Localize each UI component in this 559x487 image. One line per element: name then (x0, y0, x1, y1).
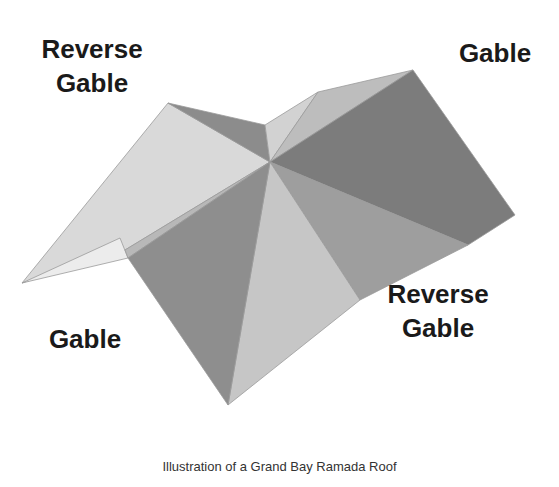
roof-part-label: Gable (30, 322, 140, 356)
roof-face (128, 162, 270, 405)
roof-face (22, 238, 128, 283)
roof-part-label: Reverse Gable (368, 277, 508, 345)
caption: Illustration of a Grand Bay Ramada Roof (0, 459, 559, 474)
roof-part-label: Reverse Gable (22, 32, 162, 100)
roof-part-label: Gable (440, 36, 550, 70)
roof-face (168, 103, 270, 162)
